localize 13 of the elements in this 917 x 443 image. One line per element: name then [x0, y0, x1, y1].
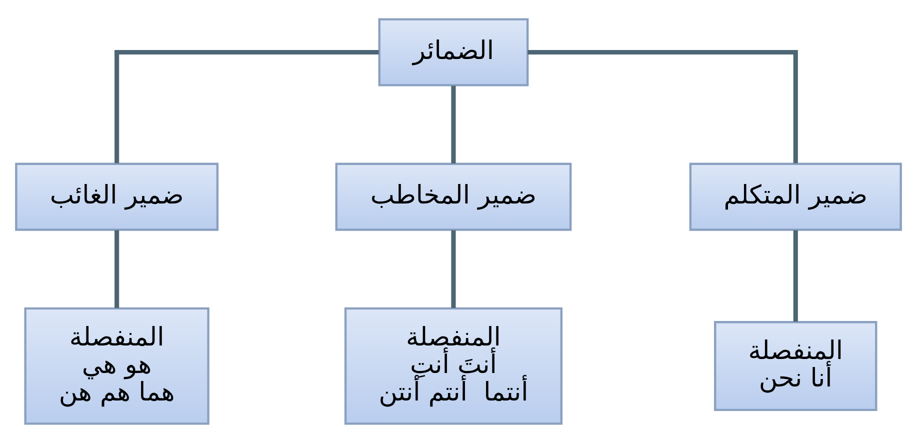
node-box: ضمير المتكلم — [689, 162, 902, 231]
connector — [114, 230, 120, 308]
connector — [114, 50, 379, 164]
connector — [451, 230, 456, 308]
node-box: ضمير الغائب — [15, 162, 219, 231]
node-box: المنفصلة أنا نحن — [714, 321, 878, 412]
node-box: المنفصلة هو هي هما هم هن — [24, 307, 210, 425]
connector — [451, 86, 456, 164]
connector — [528, 50, 798, 164]
connector — [793, 230, 798, 322]
node-box: المنفصلة أنتَ أنتِ أنتما أنتم أنتن — [344, 307, 563, 425]
node-box: ضمير المخاطب — [335, 162, 572, 231]
node-box: الضمائر — [378, 18, 529, 86]
